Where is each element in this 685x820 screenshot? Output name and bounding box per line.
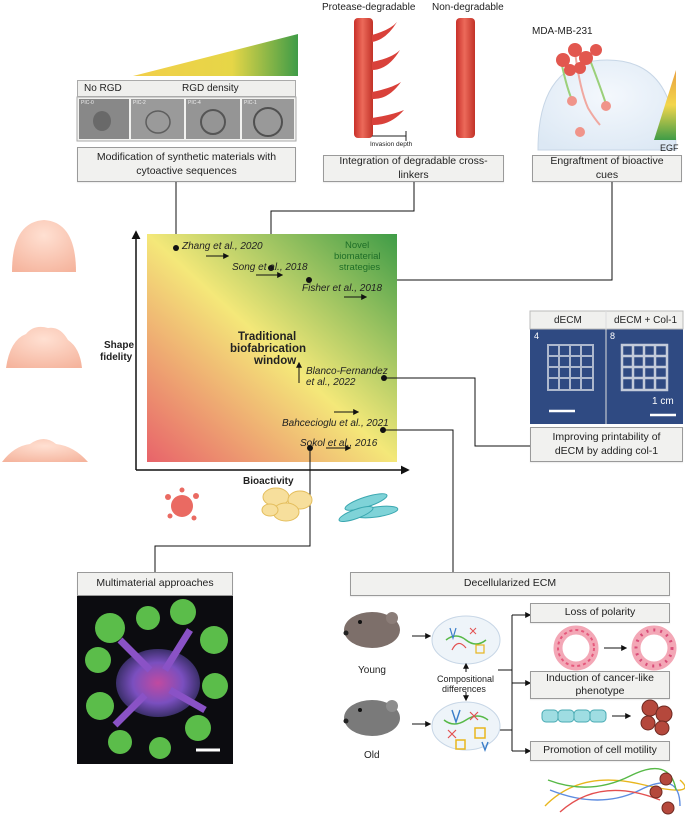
mda-cell-cluster [556,43,602,76]
ref-song: Song et al., 2018 [232,262,308,273]
micro-label-1: PIC-2 [133,100,146,106]
young-label: Young [358,665,386,676]
ref-blanco-line1: Blanco-Fernandez [306,366,388,377]
migrating-cells [649,772,675,815]
non-degradable-rod [456,18,475,138]
epithelial-cells-icon [541,709,607,723]
rgd-caption: Modification of synthetic materials with… [77,147,296,182]
ref-bahcecioglu: Bahcecioglu et al., 2021 [282,418,389,429]
decm-tab-left: dECM [554,315,582,326]
induction-line1: Induction of cancer-like [546,671,654,684]
center-label-line2: biofabrication [230,343,307,355]
y-axis-label-line1: Shape [104,340,135,351]
micro-image-3 [242,99,294,139]
egf-gradient-triangle [654,70,676,140]
egf-label: EGF [660,143,679,153]
decellularized-caption: Decellularized ECM [350,572,670,596]
no-rgd-label: No RGD [84,83,122,94]
motility-box: Promotion of cell motility [530,741,670,761]
protease-degradable-label: Protease-degradable [322,2,416,13]
old-mouse-icon [343,700,400,736]
mda-label: MDA-MB-231 [532,26,593,37]
novel-label-line1: Novel [345,240,370,251]
ref-zhang: Zhang et al., 2020 [182,241,263,252]
center-label-line1: Traditional [238,331,297,343]
shape-dome-low [2,439,88,462]
old-ecm [431,701,501,751]
micro-label-3: PIC-1 [244,100,257,106]
rgd-header-row: No RGD RGD density [77,80,296,97]
novel-label-line2: biomaterial [334,251,381,262]
center-label-line3: window [254,355,297,367]
polarity-ring-before [553,625,599,671]
ref-blanco-line2: et al., 2022 [306,377,356,388]
micro-image-2 [186,99,240,139]
decm-lattice-left [547,344,594,391]
novel-label-line3: strategies [339,262,381,273]
cluster-cells-icon [261,487,313,522]
compositional-label-line2: differences [442,684,486,694]
micro-label-0: PIC-0 [81,100,94,106]
crosslinker-caption: Integration of degradable cross-linkers [323,155,504,182]
compositional-label-line1: Compositional [437,674,495,684]
decm-scale-label: 1 cm [652,396,674,407]
ref-sokol: Sokol et al., 2016 [300,438,378,449]
round-cell-icon [165,487,199,521]
reference-markers [173,245,387,451]
decm-tab-right: dECM + Col-1 [614,315,678,326]
ref-fisher: Fisher et al., 2018 [302,283,383,294]
multimaterial-caption: Multimaterial approaches [77,572,233,596]
decm-num-right: 8 [610,331,616,341]
spindle-cells-icon [338,493,399,522]
rgd-density-label: RGD density [182,83,239,94]
invasion-depth-label: Invasion depth [370,141,413,148]
shape-dome-mid [6,326,82,368]
old-label: Old [364,750,380,761]
protease-degradable-rod [354,18,373,138]
decm-caption: Improving printability of dECM by adding… [530,427,683,462]
organoid-branches [85,599,228,759]
biofabrication-window [147,234,397,462]
shape-dome-high [12,220,76,272]
decm-num-left: 4 [534,331,540,341]
bioactive-caption: Engraftment of bioactive cues [532,155,682,182]
loss-polarity-box: Loss of polarity [530,603,670,623]
rgd-density-triangle [133,34,298,76]
y-axis-label-line2: fidelity [100,352,133,363]
x-axis-label: Bioactivity [243,476,294,487]
cancer-cells-icon [640,699,673,736]
decm-lattice-right [620,343,669,392]
non-degradable-label: Non-degradable [432,2,504,13]
polarity-ring-after [631,625,677,671]
induction-box: Induction of cancer-like phenotype [530,671,670,699]
induction-line2: phenotype [575,685,625,697]
micro-label-2: PIC-4 [188,100,201,106]
young-mouse-icon [343,612,400,648]
